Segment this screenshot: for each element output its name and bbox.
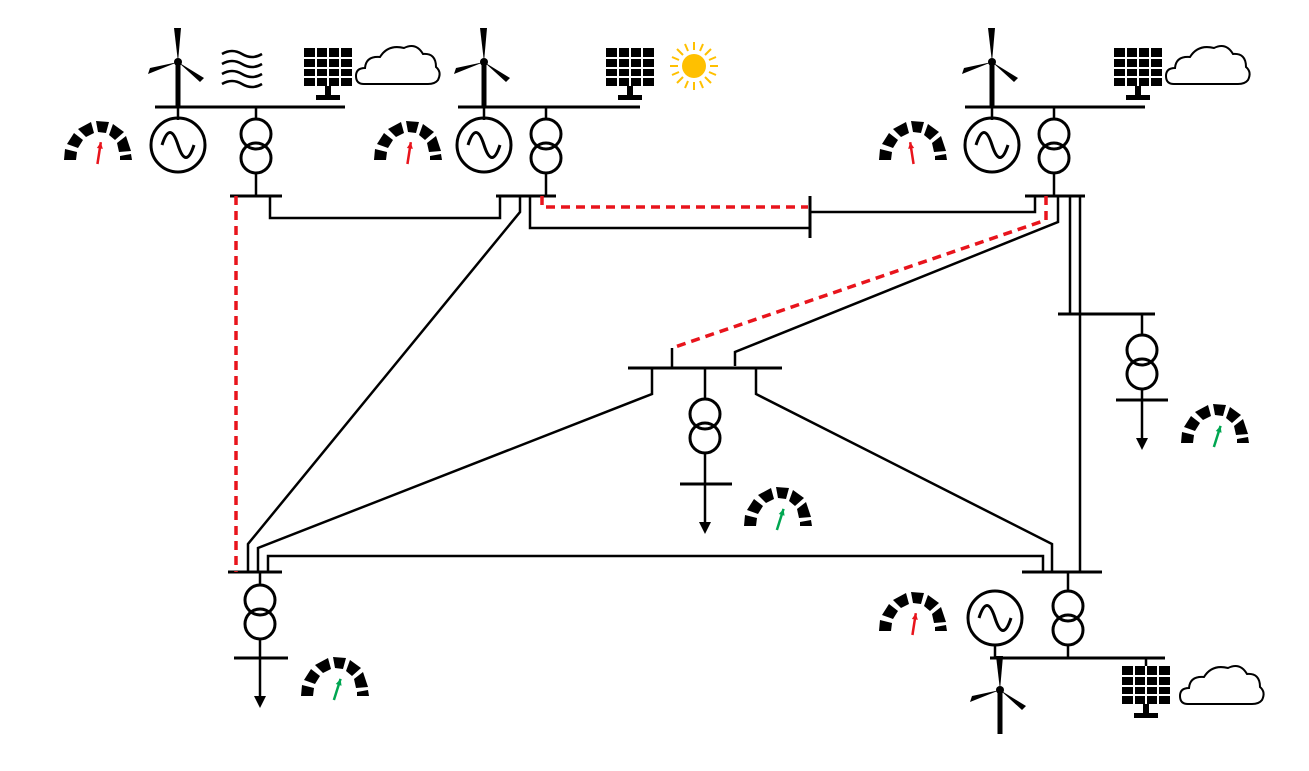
transformer-icon (529, 117, 563, 175)
transformer-icon (688, 397, 722, 455)
transformer-icon (1037, 117, 1071, 175)
line-2-5 (246, 196, 522, 572)
line-3-4b (733, 196, 1060, 366)
line-5-6 (266, 554, 1045, 572)
transmission-lines (228, 194, 1155, 574)
generator-site-2 (454, 28, 719, 196)
solar-panel-icon (1121, 665, 1171, 719)
transformer-icon (1125, 333, 1159, 391)
load-site-1 (680, 368, 732, 534)
wind-turbine-icon (970, 656, 1026, 734)
solar-panel-icon (1113, 47, 1163, 101)
line-2-7b (528, 196, 810, 230)
gauge-needle-head (1215, 425, 1222, 433)
load-arrow-icon (1136, 438, 1148, 450)
load-gauge-icon-2 (744, 487, 812, 531)
generator-icon (963, 116, 1021, 174)
line-3-4-tripped (671, 196, 1048, 350)
gauge-needle-head (778, 508, 785, 516)
load-arrow-icon (254, 696, 266, 708)
line-2-7-tripped (540, 196, 808, 209)
gauge-needle-head (96, 142, 103, 149)
transformer-icon (1051, 589, 1085, 647)
generator-gauge-icon-3 (879, 121, 947, 165)
solar-panel-icon (605, 47, 655, 101)
generator-gauge-icon-1 (64, 121, 132, 165)
line-3-7 (810, 196, 1037, 214)
gauges (64, 121, 1249, 701)
load-site-2 (1116, 314, 1168, 450)
generator-site-4 (966, 572, 1265, 734)
buses (228, 194, 1155, 574)
generator-site-3 (962, 28, 1251, 196)
wind-icon (220, 49, 264, 89)
line-1-6 (268, 196, 502, 220)
generator-icon (455, 116, 513, 174)
solar-panel-icon (303, 47, 353, 101)
line-4-6 (754, 368, 1054, 572)
wind-turbine-icon (962, 28, 1018, 106)
load-site-3 (234, 572, 288, 708)
generator-gauge-icon-4 (879, 592, 947, 636)
gauge-needle-head (908, 142, 915, 149)
cloud-icon (355, 45, 441, 85)
generator-site-1 (148, 28, 441, 196)
load-gauge-icon-3 (301, 657, 369, 701)
cloud-icon (1165, 45, 1251, 85)
gauge-needle-head (335, 678, 342, 686)
gauge-needle-head (406, 142, 413, 149)
sun-icon (669, 41, 719, 91)
generator-gauge-icon-2 (374, 121, 442, 165)
transformer-icon (239, 117, 273, 175)
line-4-5 (256, 368, 654, 572)
load-arrow-icon (699, 522, 711, 534)
transformer-icon (243, 583, 277, 641)
gauge-needle-head (911, 613, 918, 620)
tripped-lines (234, 196, 1048, 572)
wind-turbine-icon (454, 28, 510, 106)
cloud-icon (1179, 665, 1265, 705)
generator-icon (149, 116, 207, 174)
load-gauge-icon-1 (1181, 404, 1249, 448)
wind-turbine-icon (148, 28, 204, 106)
